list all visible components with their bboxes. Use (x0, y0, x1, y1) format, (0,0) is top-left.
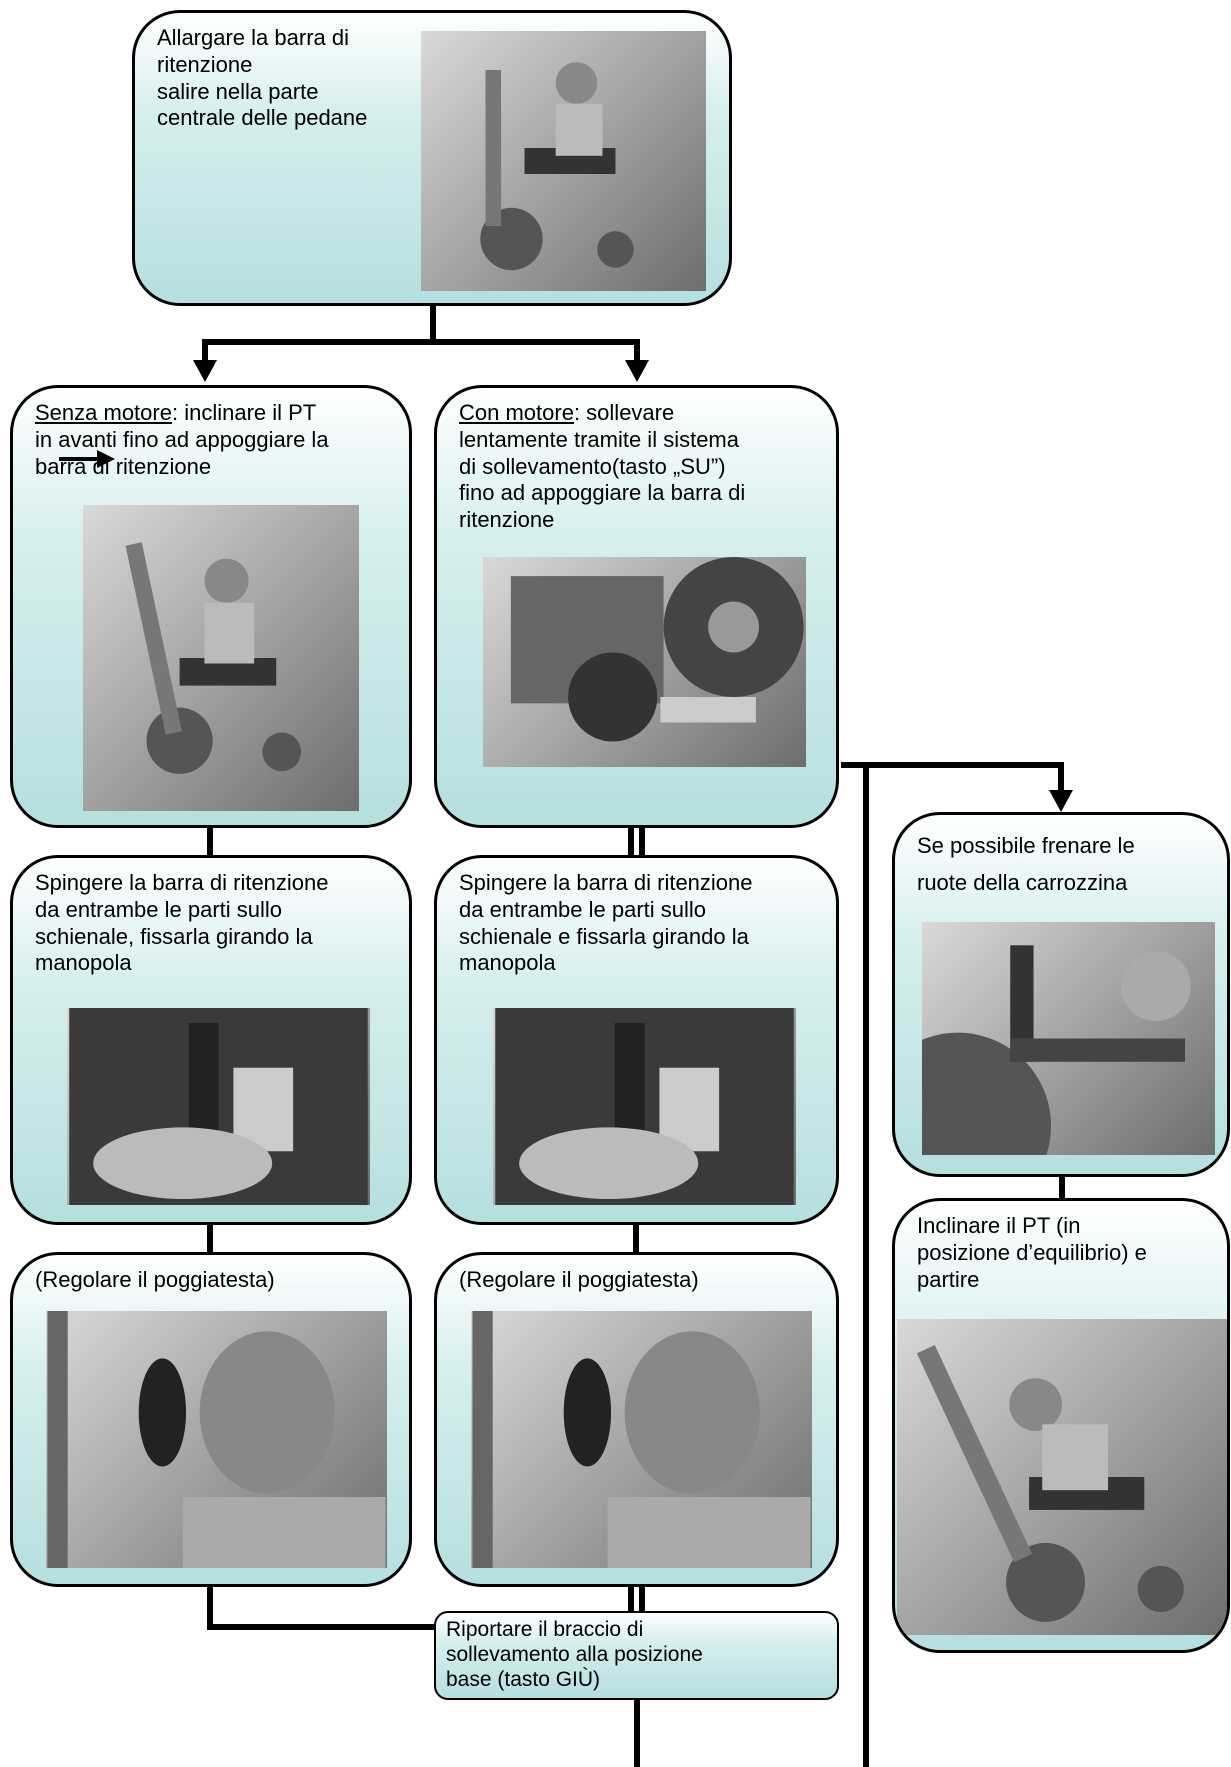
knob-icon (69, 1008, 368, 1205)
step-start-text: Allargare la barra di ritenzione salire … (157, 25, 368, 131)
connector-left-3 (207, 1584, 434, 1630)
headrest-icon (47, 1311, 386, 1568)
headrest-icon (472, 1311, 811, 1568)
arrowhead-no-motor (193, 360, 217, 382)
brake-icon (922, 945, 1191, 1155)
motor-label: Con motore (459, 400, 574, 425)
step-brake-text: Se possibile frenare le ruote della carr… (917, 833, 1135, 896)
headrest-photo: headrest-photo (46, 1311, 387, 1568)
step-push-left-text: Spingere la barra di ritenzione da entra… (35, 870, 329, 976)
connector-start-split (202, 303, 640, 362)
step-headrest-left: (Regolare il poggiatesta) headrest-photo (10, 1252, 412, 1587)
step-push-right-text: Spingere la barra di ritenzione da entra… (459, 870, 753, 976)
no-motor-label: Senza motore (35, 400, 172, 425)
step-push-left: Spingere la barra di ritenzione da entra… (10, 855, 412, 1225)
knob-turning-photo: knob-turning-photo (67, 1008, 370, 1205)
arrowhead-brake (1049, 790, 1073, 812)
step-headrest-right: (Regolare il poggiatesta) headrest-photo (434, 1252, 839, 1587)
wheelchair-tilted-photo: wheelchair-tilted-photo (897, 1319, 1227, 1635)
wheelchair-icon (480, 62, 634, 271)
step-lower-text: Riportare il braccio di sollevamento all… (446, 1618, 703, 1691)
wheelchair-user-photo: wheelchair-user-photo (421, 31, 706, 291)
connector-right-branch (841, 762, 1064, 792)
stairclimber-wheel-photo: stairclimber-wheel-photo (483, 557, 806, 767)
step-headrest-left-text: (Regolare il poggiatesta) (35, 1267, 275, 1292)
step-headrest-right-text: (Regolare il poggiatesta) (459, 1267, 699, 1292)
arrow-right-icon (59, 450, 115, 468)
wheelchair-icon (125, 542, 302, 774)
arrowhead-motor (625, 360, 649, 382)
step-motor-text: Con motore: sollevare lentamente tramite… (459, 400, 746, 533)
step-lower: Riportare il braccio di sollevamento all… (434, 1611, 839, 1700)
step-no-motor: Senza motore: inclinare il PT in avanti … (10, 385, 412, 828)
step-tilt-text: Inclinare il PT (in posizione d’equilibr… (917, 1213, 1147, 1292)
wheel-brake-photo: wheel-brake-photo (922, 922, 1215, 1155)
step-push-right: Spingere la barra di ritenzione da entra… (434, 855, 839, 1225)
step-motor: Con motore: sollevare lentamente tramite… (434, 385, 839, 828)
step-no-motor-text: Senza motore: inclinare il PT in avanti … (35, 400, 329, 479)
wheelchair-icon (916, 1345, 1184, 1622)
wheelchair-tilted-photo: wheelchair-tilted-photo (83, 505, 359, 811)
step-tilt: Inclinare il PT (in posizione d’equilibr… (892, 1198, 1230, 1653)
step-brake: Se possibile frenare le ruote della carr… (892, 812, 1230, 1177)
wheel-icon (510, 557, 804, 742)
knob-turning-photo: knob-turning-photo (493, 1008, 796, 1205)
knob-icon (495, 1008, 794, 1205)
headrest-photo: headrest-photo (471, 1311, 812, 1568)
step-start: Allargare la barra di ritenzione salire … (132, 10, 732, 306)
